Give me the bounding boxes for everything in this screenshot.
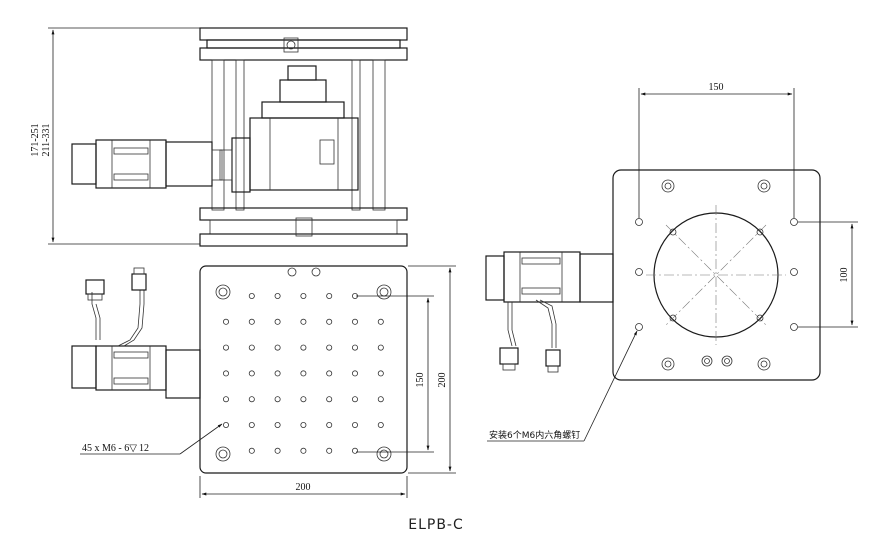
tapped-hole — [377, 396, 384, 403]
tapped-hole — [248, 447, 255, 454]
height-200-label: 200 — [437, 373, 448, 388]
height-label-1: 171-251 — [30, 123, 41, 156]
hole-callout: 45 x M6 - 6 — [82, 443, 129, 454]
tapped-hole — [351, 370, 358, 377]
tapped-hole — [377, 344, 384, 351]
tapped-hole — [274, 396, 281, 403]
tapped-hole — [274, 344, 281, 351]
tapped-hole — [274, 370, 281, 377]
corner-holes — [215, 284, 392, 462]
tapped-hole — [300, 344, 307, 351]
tapped-hole — [326, 318, 333, 325]
tapped-hole — [222, 396, 229, 403]
side-view: 150 100 安装6个M6内六角螺钉 — [485, 82, 858, 442]
tapped-hole — [351, 421, 358, 428]
tapped-hole — [248, 292, 255, 299]
tapped-hole — [377, 421, 384, 428]
tapped-hole — [351, 396, 358, 403]
svg-text:45 x M6 - 6▽12: 45 x M6 - 6▽12 — [82, 443, 149, 454]
tapped-hole — [248, 421, 255, 428]
model-caption: ELPB-C — [408, 517, 464, 533]
hole-grid — [222, 292, 384, 454]
tapped-hole — [377, 318, 384, 325]
tapped-hole — [300, 396, 307, 403]
side-150-label: 150 — [709, 82, 724, 93]
tapped-hole — [326, 447, 333, 454]
depth-symbol: ▽ — [129, 443, 137, 454]
front-view: 171-251 211-331 — [30, 27, 408, 247]
tapped-hole — [351, 344, 358, 351]
side-100-label: 100 — [839, 268, 850, 283]
pitch-150-label: 150 — [415, 373, 426, 388]
width-200-label: 200 — [296, 482, 311, 493]
tapped-hole — [300, 370, 307, 377]
tapped-hole — [326, 421, 333, 428]
tapped-hole — [274, 421, 281, 428]
tapped-hole — [274, 447, 281, 454]
tapped-hole — [351, 447, 358, 454]
top-view: 200 150 200 45 x M6 - 6▽12 — [71, 265, 456, 498]
mount-note: 安装6个M6内六角螺钉 — [489, 429, 580, 441]
height-label-2: 211-331 — [41, 124, 52, 157]
tapped-hole — [248, 318, 255, 325]
tapped-hole — [274, 292, 281, 299]
tapped-hole — [274, 318, 281, 325]
hole-depth: 12 — [139, 443, 149, 454]
tapped-hole — [248, 370, 255, 377]
tapped-hole — [300, 447, 307, 454]
tapped-hole — [326, 396, 333, 403]
tapped-hole — [248, 396, 255, 403]
tapped-hole — [300, 421, 307, 428]
tapped-hole — [377, 370, 384, 377]
tapped-hole — [326, 370, 333, 377]
tapped-hole — [326, 344, 333, 351]
tapped-hole — [326, 292, 333, 299]
tapped-hole — [248, 344, 255, 351]
tapped-hole — [300, 318, 307, 325]
tapped-hole — [300, 292, 307, 299]
tapped-hole — [351, 318, 358, 325]
tapped-hole — [222, 421, 229, 428]
tapped-hole — [222, 370, 229, 377]
tapped-hole — [222, 344, 229, 351]
tapped-hole — [222, 318, 229, 325]
